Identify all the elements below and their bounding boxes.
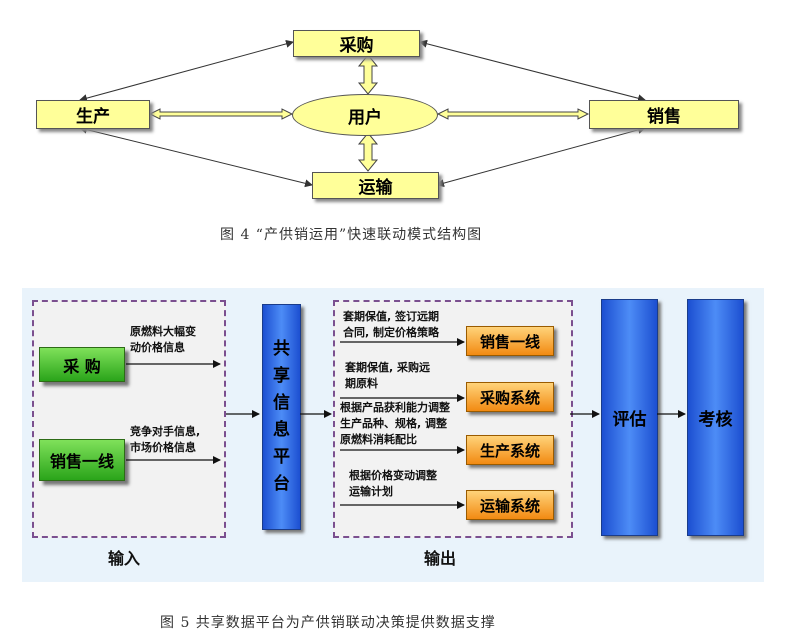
input-sales-note: 竞争对手信息, 市场价格信息 [130, 425, 201, 454]
output-note-2: 套期保值, 采购远 期原料 [345, 361, 431, 390]
input-procurement-note: 原燃料大幅变 动价格信息 [130, 325, 196, 354]
output-procurement-system: 采购系统 [466, 382, 554, 412]
evaluate-block: 评估 [601, 299, 658, 536]
edge-user-transport [357, 132, 379, 172]
figure5-arrows [126, 338, 686, 509]
output-note-1: 套期保值, 签订远期 合同, 制定价格策略 [343, 310, 440, 339]
output-note-3: 根据产品获利能力调整 生产品种、规格, 调整 原燃料消耗配比 [340, 401, 450, 446]
figure4-caption: 图 4 “产供销运用”快速联动模式结构图 [220, 227, 483, 243]
edge-procurement-sales [419, 39, 646, 103]
figure5-caption: 图 5 共享数据平台为产供销联动决策提供数据支撑 [160, 615, 496, 631]
edge-transport-sales [436, 125, 646, 188]
edge-user-sales [436, 108, 590, 120]
input-sales-button: 销售一线 [39, 439, 125, 481]
input-label: 输入 [108, 549, 141, 568]
node-transport: 运输 [312, 172, 439, 199]
shared-info-platform: 共 享 信 息 平 台 [262, 304, 301, 530]
edge-procurement-user [357, 54, 379, 95]
edge-production-user [148, 108, 294, 120]
output-transport-system: 运输系统 [466, 490, 554, 520]
edge-production-transport [79, 125, 313, 188]
output-production-system: 生产系统 [466, 435, 554, 465]
node-production: 生产 [36, 100, 150, 129]
input-panel [32, 300, 226, 538]
output-note-4: 根据价格变动调整 运输计划 [349, 469, 437, 498]
node-user: 用户 [292, 94, 438, 136]
output-sales-frontline: 销售一线 [466, 326, 554, 356]
assess-block: 考核 [687, 299, 744, 536]
output-label: 输出 [424, 549, 457, 568]
node-sales: 销售 [589, 100, 739, 129]
node-procurement: 采购 [293, 30, 420, 57]
input-procurement-button: 采 购 [39, 347, 125, 382]
figure4-connectors [79, 39, 646, 188]
edge-production-procurement [79, 39, 294, 103]
